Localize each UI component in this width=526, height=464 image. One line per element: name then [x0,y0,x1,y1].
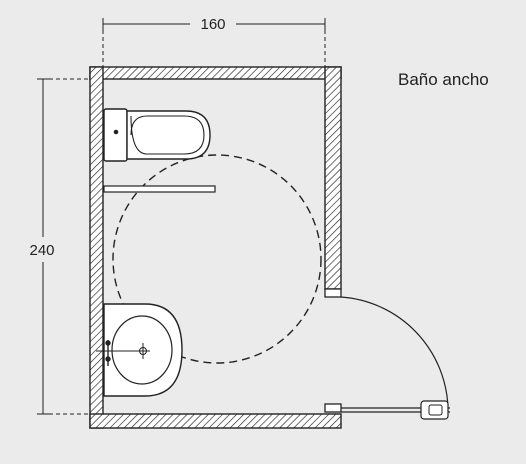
grab-bar [103,185,216,193]
turning-circle [112,154,322,364]
sink-icon [96,303,183,397]
width-label: 160 [200,16,225,33]
height-dimension [37,78,92,415]
height-label: 240 [29,242,54,259]
width-dimension [102,18,326,68]
walls [89,66,342,429]
wall-left [89,66,104,429]
toilet-icon [103,108,211,162]
wall-right-upper [324,66,342,290]
door [340,296,450,420]
door-handle-icon [420,400,449,420]
wall-bottom [89,413,342,429]
wall-top [89,66,342,80]
door-jambs [324,288,342,413]
plan-title: Baño ancho [398,70,489,89]
